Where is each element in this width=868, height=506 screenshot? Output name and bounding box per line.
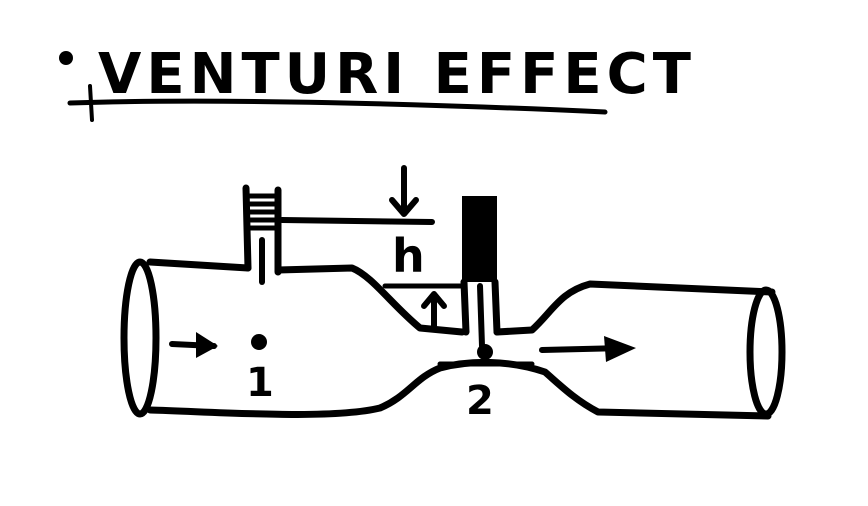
tube-bottom-wall (146, 358, 772, 420)
tube-top-wall-right (493, 280, 776, 336)
right-tube-liquid (462, 196, 497, 282)
right-tube-wall-left (460, 278, 470, 336)
right-tube-base (477, 283, 485, 349)
point-1-dot (251, 334, 267, 350)
height-label: h (392, 229, 425, 283)
outlet-flow-arrowhead (604, 336, 636, 362)
point-2-dot (477, 344, 493, 360)
right-tube-wall-right (491, 278, 501, 336)
height-reference-line (279, 217, 435, 225)
title-underline (67, 98, 608, 115)
title-group: VENTURI EFFECT (59, 42, 696, 122)
point-1-label: 1 (246, 360, 274, 406)
tube-top-wall-left (146, 258, 252, 272)
measurement-points: 1 2 (246, 334, 535, 424)
inlet-flow-arrowhead (196, 332, 218, 358)
left-tube-liquid (247, 193, 279, 231)
title-bullet (59, 51, 73, 65)
tube-outlet-end (746, 286, 786, 418)
page-title: VENTURI EFFECT (98, 42, 696, 107)
left-tube-wall-outer (242, 184, 252, 272)
title-tick (88, 84, 94, 122)
venturi-tube (120, 258, 786, 420)
point-2-label: 2 (466, 378, 494, 424)
height-arrow-up (421, 291, 447, 329)
tube-top-wall-middle (274, 264, 466, 336)
flow-arrows (169, 332, 636, 362)
tube-inlet-end (120, 258, 160, 418)
manometer-tube-left (242, 184, 282, 285)
height-indicator: h (279, 165, 465, 329)
height-arrow-down (389, 165, 419, 217)
manometer-tube-right (460, 196, 501, 349)
